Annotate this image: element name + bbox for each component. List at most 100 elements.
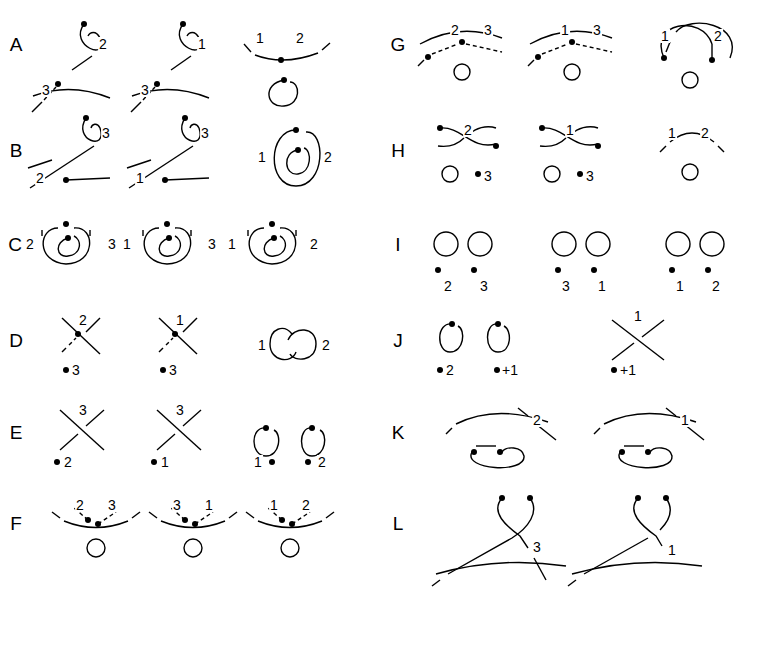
panel-letter: E: [9, 423, 24, 442]
strand-number: 3: [585, 169, 595, 183]
strand-number: 3: [107, 498, 117, 512]
strand-number: 2: [700, 126, 710, 140]
strand-number: 3: [175, 403, 185, 417]
strand-number: 1: [204, 498, 214, 512]
knot-panel: [28, 115, 110, 188]
strand-number: 1: [253, 455, 263, 469]
strand-number: 2: [443, 279, 453, 293]
strand-number: 2: [301, 498, 311, 512]
strand-number: 3: [71, 363, 81, 377]
strand-number: 2: [323, 150, 333, 164]
knot-panel: [127, 115, 209, 188]
knot-panel: [151, 410, 201, 465]
knot-panel: [661, 23, 732, 88]
strand-number: 1: [667, 126, 677, 140]
strand-number: 1: [135, 171, 145, 185]
strand-number: 2: [463, 123, 473, 137]
panel-letter: B: [9, 141, 24, 160]
strand-number: 2: [295, 31, 305, 45]
panel-letter: H: [390, 141, 406, 160]
strand-number: 3: [207, 237, 217, 251]
panel-letter: D: [8, 331, 24, 350]
knot-panel: [246, 508, 334, 557]
strand-number: 3: [172, 498, 182, 512]
strand-number: 1: [660, 29, 670, 43]
strand-number: +1: [501, 363, 519, 377]
knot-panel: [568, 495, 702, 586]
strand-number: 2: [321, 338, 331, 352]
strand-number: 2: [35, 171, 45, 185]
strand-number: 1: [565, 123, 575, 137]
knot-panel: [143, 221, 191, 264]
strand-number: 1: [255, 31, 265, 45]
strand-number: 3: [483, 23, 493, 37]
strand-number: 1: [597, 279, 607, 293]
strand-number: +1: [619, 363, 637, 377]
strand-number: 1: [667, 543, 677, 557]
knot-panel: [552, 232, 610, 273]
strand-number: 3: [78, 403, 88, 417]
strand-number: 2: [75, 498, 85, 512]
knot-panel: [32, 21, 110, 112]
strand-number: 3: [168, 363, 178, 377]
strand-number: 3: [107, 237, 117, 251]
knot-panel: [42, 221, 90, 264]
strand-number: 2: [78, 313, 88, 327]
knot-panel: [432, 495, 566, 586]
strand-number: 3: [532, 540, 542, 554]
strand-number: 1: [160, 455, 170, 469]
knot-panel: [418, 31, 502, 80]
panel-letter: J: [392, 331, 404, 350]
panel-letter: L: [392, 514, 405, 533]
knot-panel: [270, 329, 316, 360]
knot-panel: [54, 410, 104, 465]
strand-number: 2: [532, 413, 542, 427]
knot-panel: [131, 21, 209, 112]
strand-number: 2: [25, 237, 35, 251]
strand-number: 1: [257, 338, 267, 352]
panel-letter: A: [9, 35, 24, 54]
knot-panel: [528, 31, 612, 80]
strand-number: 3: [41, 83, 51, 97]
knot-panel: [254, 425, 325, 465]
strand-number: 3: [561, 279, 571, 293]
panel-letter: C: [7, 235, 23, 254]
strand-number: 2: [63, 455, 73, 469]
knot-panel: [244, 43, 330, 106]
panel-letter: F: [9, 514, 23, 533]
strand-number: 2: [711, 279, 721, 293]
knot-panel: [274, 127, 320, 186]
strand-number: 1: [269, 498, 279, 512]
strand-number: 1: [257, 150, 267, 164]
knot-panel: [666, 232, 724, 273]
strand-number: 1: [197, 37, 207, 51]
knot-panel: [446, 408, 556, 468]
panel-letter: K: [391, 423, 406, 442]
strand-number: 1: [122, 237, 132, 251]
strand-number: 2: [450, 23, 460, 37]
strand-number: 3: [101, 126, 111, 140]
knot-panel: [594, 408, 704, 468]
strand-number: 1: [680, 413, 690, 427]
knot-panel: [248, 221, 296, 264]
panel-letter: G: [390, 35, 407, 54]
strand-number: 1: [175, 313, 185, 327]
strand-number: 1: [560, 23, 570, 37]
strand-number: 2: [309, 237, 319, 251]
panel-letter: I: [394, 235, 401, 254]
knot-panel: [434, 232, 492, 273]
strand-number: 2: [98, 37, 108, 51]
knot-panel: [149, 508, 237, 557]
strand-number: 2: [445, 363, 455, 377]
strand-number: 3: [140, 83, 150, 97]
strand-number: 2: [713, 29, 723, 43]
strand-number: 3: [592, 23, 602, 37]
strand-number: 3: [200, 126, 210, 140]
strand-number: 3: [483, 169, 493, 183]
strand-number: 2: [317, 455, 327, 469]
knot-panel: [660, 133, 724, 180]
strand-number: 1: [633, 309, 643, 323]
strand-number: 1: [675, 279, 685, 293]
